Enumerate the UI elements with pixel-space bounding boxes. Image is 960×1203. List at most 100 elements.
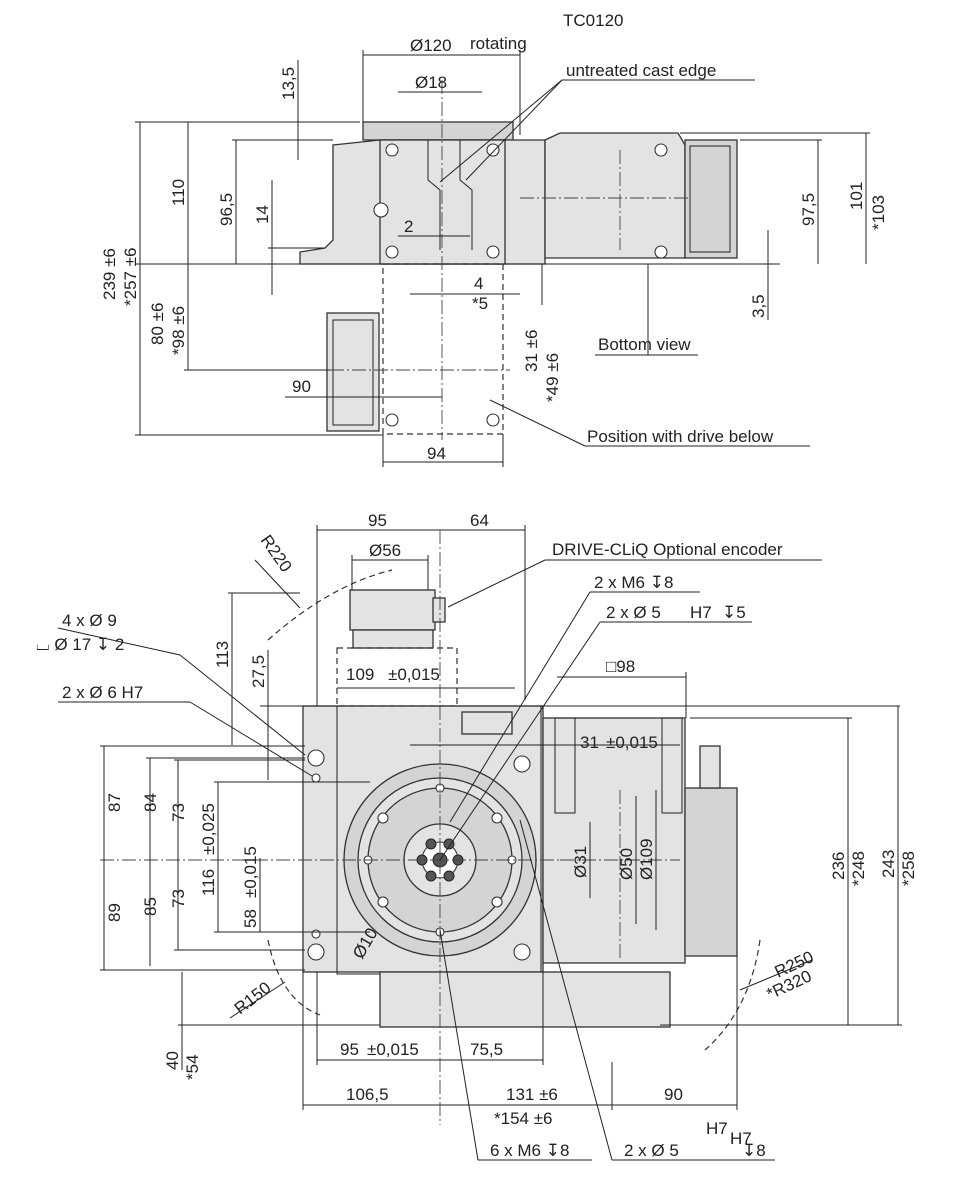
dim-98: *98 ±6 [169,306,188,355]
dim-95-top: 95 [368,511,387,530]
dim-14: 14 [253,205,272,224]
mount-hole [307,749,325,767]
rotating-flange [362,121,514,141]
motor-endcap-inner [689,145,731,253]
hub-hole [425,870,437,882]
front-dimensions: R220 95 64 Ø56 DRIVE-CLiQ Optional encod… [36,511,918,1161]
dim-dia31: Ø31 [571,846,590,878]
label-h7-b: H7 [730,1129,752,1148]
mount-hole [513,755,531,773]
screw-hole [654,143,668,157]
dim-2: 2 [404,217,413,236]
label-depth8: ↧8 [742,1141,766,1160]
flange-hole [377,812,389,824]
flange-hole [491,896,503,908]
screw-hole [654,245,668,259]
dim-58-tol: ±0,015 [241,846,260,898]
dim-40: 40 [163,1051,182,1070]
motor-connector [699,745,721,789]
dim-dia50: Ø50 [617,848,636,880]
dim-73b: 73 [169,889,188,908]
label-cbore-17: ⌴ Ø 17 ↧ 2 [36,635,124,654]
label-dia5-h7: 2 x Ø 5 [606,603,661,622]
dim-101: 101 [847,182,866,210]
dim-sq98: □98 [606,657,635,676]
dim-113: 113 [213,641,232,668]
flange-hole [377,896,389,908]
dim-85: 85 [141,897,160,916]
hub-hole [443,838,455,850]
label-encoder: DRIVE-CLiQ Optional encoder [552,540,783,559]
dim-58: 58 [241,909,260,928]
dim-13-5: 13,5 [279,67,298,100]
mount-hole [307,943,325,961]
motor-endcap-front [684,787,738,957]
dim-dia120: Ø120 [410,36,452,55]
label-h7-small: H7 [690,603,712,622]
encoder-connector [432,597,446,623]
dim-116-tol: ±0,025 [199,803,218,855]
dim-75-5: 75,5 [470,1040,503,1059]
motor-rib [661,717,683,814]
pin-hole [311,773,321,783]
label-drive-below: Position with drive below [587,427,774,446]
dim-97-5: 97,5 [799,193,818,226]
dim-106-5: 106,5 [346,1085,389,1104]
screw-hole [385,413,399,427]
mount-hole [513,943,531,961]
label-m6-6: 6 x M6 ↧8 [490,1141,569,1160]
dim-73a: 73 [169,803,188,822]
encoder-dashed-outline [336,647,458,707]
dim-4: 4 [474,274,483,293]
dim-star5: *5 [472,294,488,313]
front-view: R220 95 64 Ø56 DRIVE-CLiQ Optional encod… [36,511,918,1161]
dim-131: 131 ±6 [506,1085,558,1104]
dim-r150: R150 [231,978,275,1018]
dim-95-bot: 95 [340,1040,359,1059]
pin-hole [311,929,321,939]
encoder-housing [349,589,436,631]
drive-below-endcap [326,312,380,432]
drawing-title: TC0120 [563,11,623,30]
top-view: TC0120 Ø120 [100,11,888,467]
screw-hole [486,245,500,259]
dim-84: 84 [141,793,160,812]
screw-hole [486,413,500,427]
dim-90b: 90 [664,1085,683,1104]
screw-hole [385,245,399,259]
dim-116: 116 [199,869,218,896]
dim-dia18: Ø18 [415,73,447,92]
dim-96-5: 96,5 [217,193,236,226]
hub-hole [443,870,455,882]
motor-rib [554,717,576,814]
dim-31: 31 ±6 [522,330,541,372]
flange-hole [491,812,503,824]
label-dia6-h7: 2 x Ø 6 H7 [62,683,143,702]
dim-257: *257 ±6 [121,248,140,307]
dim-236: 236 [829,852,848,880]
dim-31-tol: ±0,015 [606,733,658,752]
r250-arc [704,939,761,1051]
screw-hole [486,143,500,157]
dim-94: 94 [427,444,446,463]
dim-dia56: Ø56 [369,541,401,560]
dim-258: *258 [899,851,918,886]
dim-110: 110 [169,179,188,206]
dim-90: 90 [292,377,311,396]
top-dimensions: Ø120 rotating Ø18 untreated cast edge 13… [100,34,888,467]
screw-hole [373,202,389,218]
fitting [461,711,513,735]
label-depth5: ↧5 [722,603,746,622]
dim-154: *154 ±6 [494,1109,553,1128]
label-m6-8: 2 x M6 ↧8 [594,573,673,592]
r150-arc [267,939,321,1016]
dim-dia109: Ø109 [637,838,656,880]
dim-95-tol: ±0,015 [367,1040,419,1059]
screw-hole [385,143,399,157]
dim-239: 239 ±6 [100,248,119,300]
drive-below-outline [382,263,504,435]
dim-3-5: 3,5 [749,294,768,318]
dim-103: *103 [869,195,888,230]
dim-248: *248 [849,851,868,886]
